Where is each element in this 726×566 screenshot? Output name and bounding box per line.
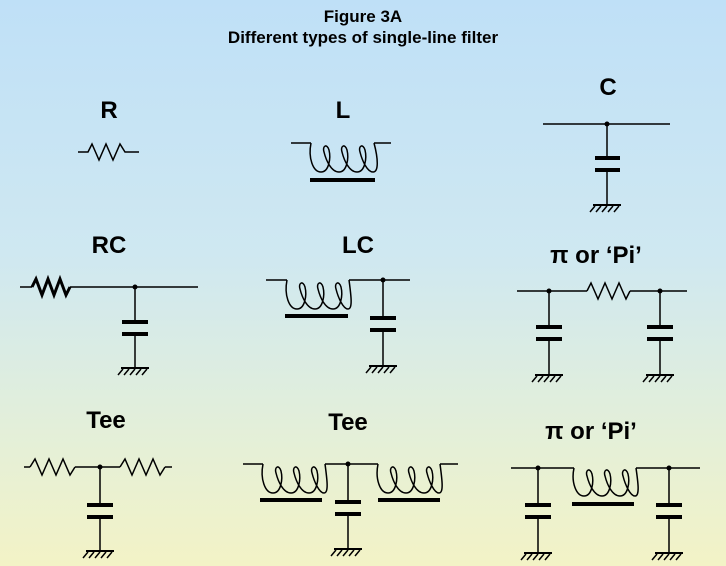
label-rc: RC (91, 232, 127, 259)
label-r: R (100, 97, 118, 124)
label-l: L (335, 97, 351, 124)
capacitor-c-schematic (543, 121, 670, 213)
pi-l-filter-schematic (511, 465, 700, 561)
tee-r-filter-schematic (24, 457, 172, 559)
figure-title: Figure 3A (323, 7, 403, 26)
lc-filter-schematic (266, 277, 410, 374)
label-tee-2: Tee (328, 409, 368, 436)
pi-rc-filter-schematic (517, 281, 687, 383)
label-c: C (599, 74, 617, 101)
tee-l-filter-schematic (243, 461, 458, 557)
figure-subtitle: Different types of single-line filter (227, 28, 499, 47)
label-tee-1: Tee (86, 407, 126, 434)
inductor-l-schematic (291, 142, 391, 182)
label-pi-1: π or ‘Pi’ (550, 242, 642, 269)
label-lc: LC (342, 232, 374, 259)
resistor-r-schematic (78, 142, 139, 162)
label-pi-2: π or ‘Pi’ (545, 418, 637, 445)
rc-filter-schematic (20, 274, 198, 376)
